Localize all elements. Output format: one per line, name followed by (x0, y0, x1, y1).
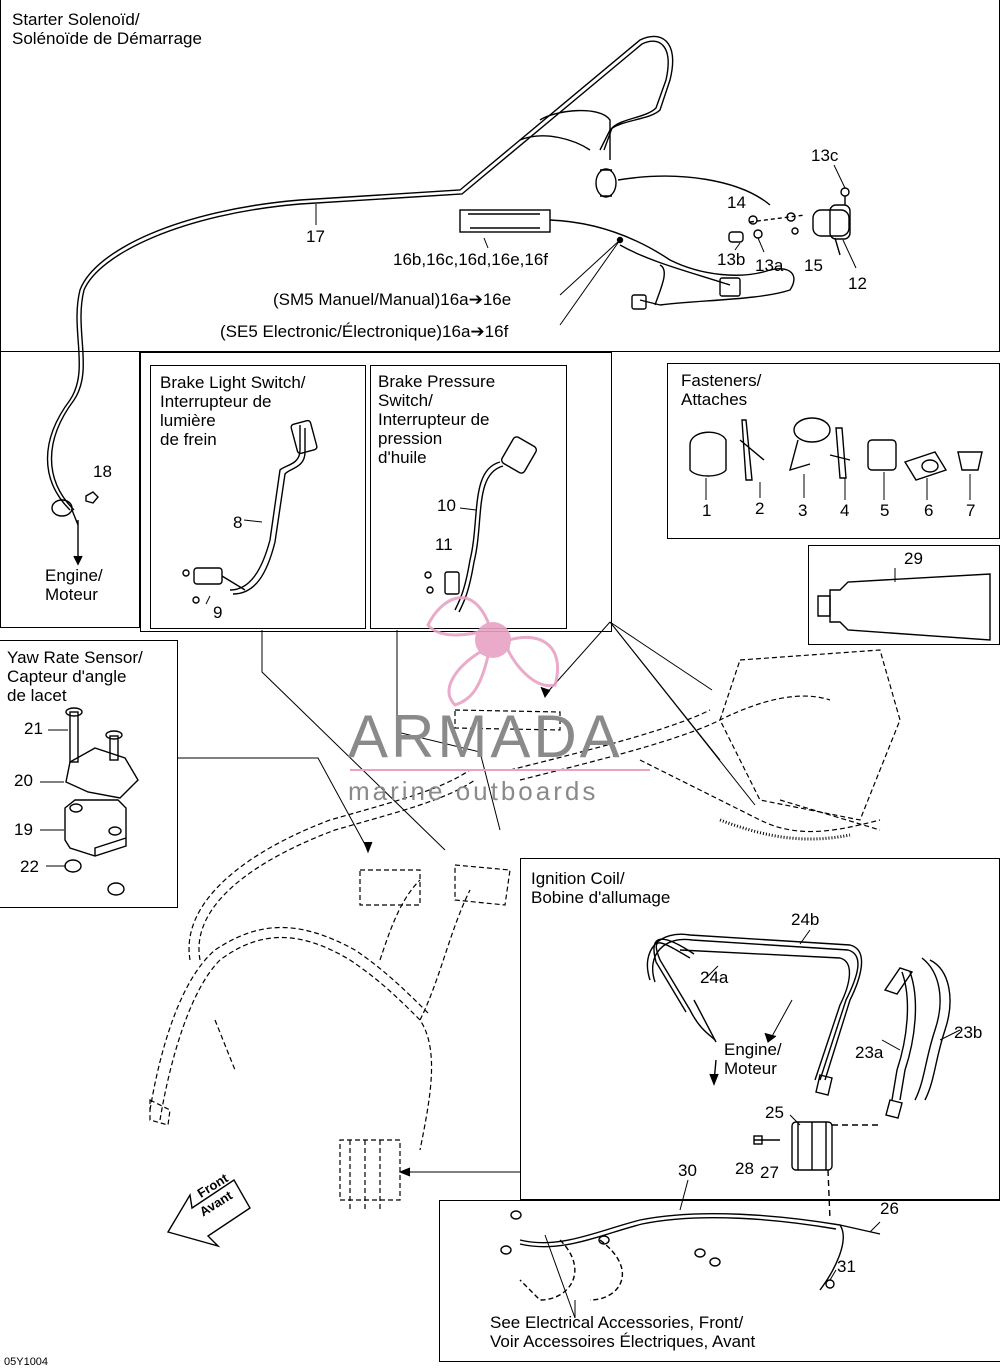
callout-fastener-7: 7 (966, 501, 976, 520)
brake-light-title-4: de frein (160, 430, 217, 449)
callout-13a: 13a (755, 256, 784, 275)
yaw-title-3: de lacet (7, 686, 67, 705)
figure-code: 05Y1004 (4, 1356, 49, 1368)
armada-logo (426, 596, 560, 707)
yaw-rate-sensor-panel (0, 640, 178, 908)
callout-11: 11 (435, 535, 453, 554)
fasteners-title-1: Fasteners/ (681, 371, 762, 390)
spark-cable-24b (646, 933, 863, 1081)
callout-fastener-1: 1 (702, 501, 712, 520)
sm5-note: (SM5 Manuel/Manual)16a➔16e (273, 290, 512, 309)
yaw-gasket-20 (65, 747, 139, 799)
see-accessories-1: See Electrical Accessories, Front/ (490, 1313, 744, 1332)
callout-26: 26 (880, 1199, 899, 1218)
brake-light-title-3: lumière (160, 411, 216, 430)
brake-group-frame (140, 352, 612, 632)
starter-engine-2: Moteur (45, 585, 98, 604)
callout-13b: 13b (717, 250, 746, 269)
yaw-sensor-19 (64, 799, 127, 857)
cable-17-terminal (595, 168, 617, 198)
brake-light-title-1: Brake Light Switch/ (160, 373, 306, 392)
fasteners-title-2: Attaches (681, 390, 748, 409)
brake-pressure-switch-panel (370, 365, 567, 629)
fuse-box-16 (459, 209, 551, 233)
callout-22: 22 (20, 857, 39, 876)
callout-17: 17 (306, 227, 325, 246)
callout-25: 25 (765, 1103, 784, 1122)
ignition-engine-1: Engine/ (724, 1040, 782, 1059)
brake-pressure-title-4: pression (378, 429, 443, 448)
fastener-4 (829, 427, 851, 479)
fastener-3 (793, 417, 831, 443)
callout-8: 8 (233, 513, 243, 532)
fastener-7 (957, 451, 983, 471)
starter-engine-subpanel (0, 352, 140, 628)
callout-29: 29 (904, 549, 923, 568)
callout-fastener-2: 2 (755, 499, 765, 518)
callout-19: 19 (14, 820, 33, 839)
ground-cable-30 (519, 1212, 844, 1291)
spark-cable-23a (899, 971, 917, 1101)
callout-28: 28 (735, 1159, 754, 1178)
starter-title-2: Solénoïde de Démarrage (12, 29, 202, 48)
callout-10: 10 (437, 496, 456, 515)
callout-fastener-6: 6 (924, 501, 934, 520)
callout-21: 21 (24, 719, 43, 738)
fastener-1 (689, 431, 727, 477)
watermark-tagline: marine outboards (348, 776, 599, 806)
callout-13c: 13c (811, 146, 839, 165)
se5-note: (SE5 Electronic/Électronique)16a➔16f (220, 322, 509, 341)
ignition-title-2: Bobine d'allumage (531, 888, 671, 907)
callout-27: 27 (760, 1163, 779, 1182)
starter-solenoid-12 (812, 209, 850, 237)
brake-light-switch-panel (150, 365, 366, 629)
sealant-tube-29 (829, 573, 991, 641)
callout-15: 15 (804, 256, 823, 275)
fastener-6 (903, 451, 948, 481)
yaw-title-2: Capteur d'angle (7, 667, 127, 686)
brake-pressure-title-5: d'huile (378, 448, 427, 467)
callout-fastener-4: 4 (840, 501, 850, 520)
callout-31: 31 (837, 1257, 856, 1276)
brake-light-switch-8 (229, 425, 301, 591)
starter-title-1: Starter Solenoïd/ (12, 10, 140, 29)
starter-engine-1: Engine/ (45, 566, 103, 585)
brake-pressure-title-1: Brake Pressure (378, 372, 496, 391)
yaw-title-1: Yaw Rate Sensor/ (7, 648, 143, 667)
spark-cable-23b (924, 959, 951, 1101)
callout-30: 30 (678, 1161, 697, 1180)
front-arrow (166, 1179, 251, 1248)
callout-24a: 24a (700, 968, 729, 987)
brake-pressure-title-2: Switch/ (378, 391, 433, 410)
ignition-engine-2: Moteur (724, 1059, 777, 1078)
callout-20: 20 (14, 771, 33, 790)
see-accessories-2: Voir Accessoires Électriques, Avant (490, 1332, 756, 1351)
yaw-nut-22 (64, 859, 82, 873)
fastener-5 (867, 439, 897, 471)
starter-cable-17 (46, 35, 674, 511)
callout-14: 14 (727, 193, 746, 212)
callout-16: 16b,16c,16d,16e,16f (393, 250, 549, 269)
main-harness (159, 937, 433, 1151)
ignition-title-1: Ignition Coil/ (531, 869, 625, 888)
callout-12: 12 (848, 274, 867, 293)
brake-light-title-2: Interrupteur de (160, 392, 272, 411)
callout-fastener-5: 5 (880, 501, 890, 520)
watermark-brand: ARMADA (348, 703, 623, 770)
callout-fastener-3: 3 (798, 501, 808, 520)
callout-23b: 23b (954, 1023, 983, 1042)
callout-24b: 24b (791, 910, 820, 929)
callout-23a: 23a (855, 1043, 884, 1062)
brake-pressure-title-3: Interrupteur de (378, 410, 490, 429)
callout-18: 18 (93, 462, 112, 481)
fastener-2 (739, 419, 765, 481)
callout-9: 9 (213, 603, 223, 622)
spark-cable-24a (655, 942, 716, 1041)
accessories-panel (439, 1200, 1000, 1362)
